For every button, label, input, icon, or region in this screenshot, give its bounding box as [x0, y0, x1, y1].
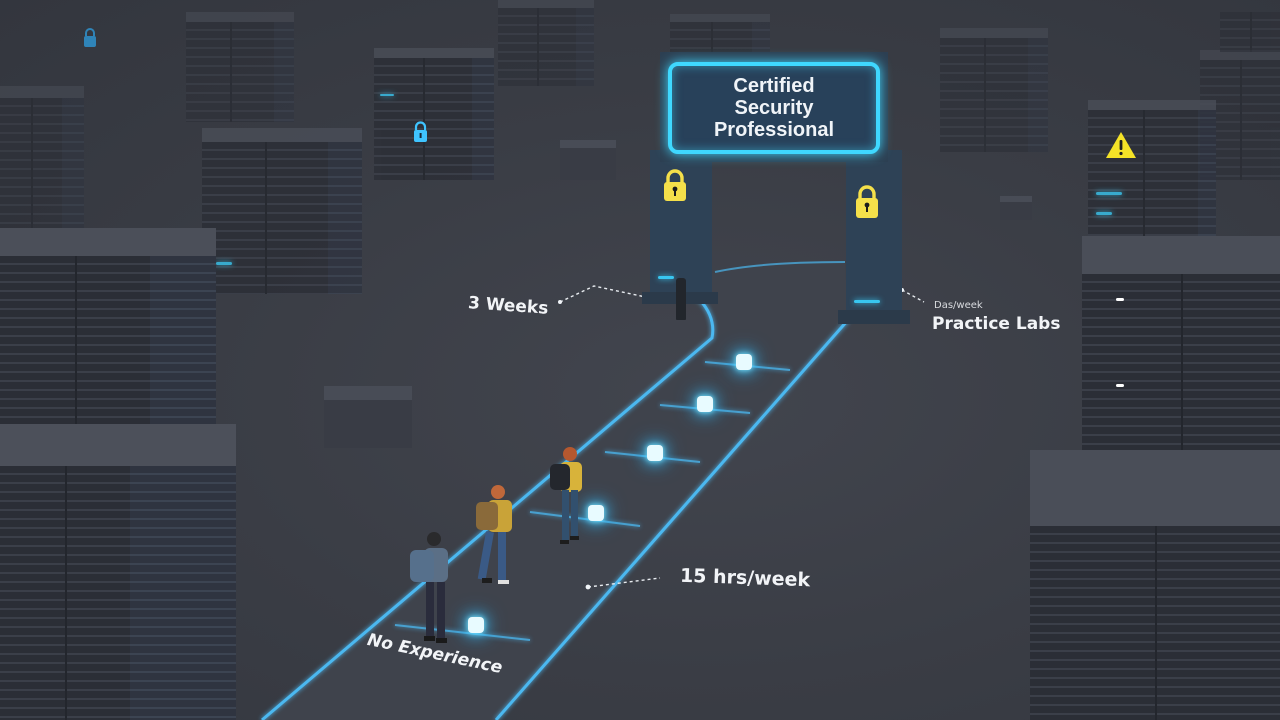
server-rack	[1088, 100, 1216, 240]
server-rack	[1030, 450, 1280, 720]
server-rack	[940, 28, 1048, 152]
milestone-node[interactable]	[588, 505, 604, 521]
server-rack	[498, 0, 594, 86]
milestone-node[interactable]	[647, 445, 663, 461]
crate	[560, 140, 616, 180]
practice-small-label: Das/week	[934, 300, 983, 311]
crate	[1000, 196, 1032, 220]
server-rack	[202, 128, 362, 294]
server-rack	[670, 14, 770, 54]
milestone-node[interactable]	[697, 396, 713, 412]
server-rack	[1200, 50, 1280, 180]
certification-sign: Certified Security Professional	[660, 52, 888, 162]
server-rack	[0, 86, 84, 236]
bollard	[676, 278, 686, 320]
practice-label: Practice Labs	[932, 314, 1061, 334]
sign-line-3: Professional	[713, 119, 835, 141]
server-rack	[1220, 12, 1280, 52]
milestone-node[interactable]	[736, 354, 752, 370]
crate	[324, 386, 412, 448]
server-rack	[0, 228, 216, 444]
server-rack	[1082, 236, 1280, 466]
sign-line-1: Certified	[733, 75, 815, 97]
gate-pillar-right	[846, 150, 902, 316]
milestone-node[interactable]	[468, 617, 484, 633]
server-rack	[186, 12, 294, 122]
server-rack	[374, 48, 494, 180]
server-rack	[0, 424, 236, 720]
gate-pillar-left	[650, 150, 712, 298]
sign-line-2: Security	[734, 97, 814, 119]
effort-label: 15 hrs/week	[679, 564, 811, 592]
